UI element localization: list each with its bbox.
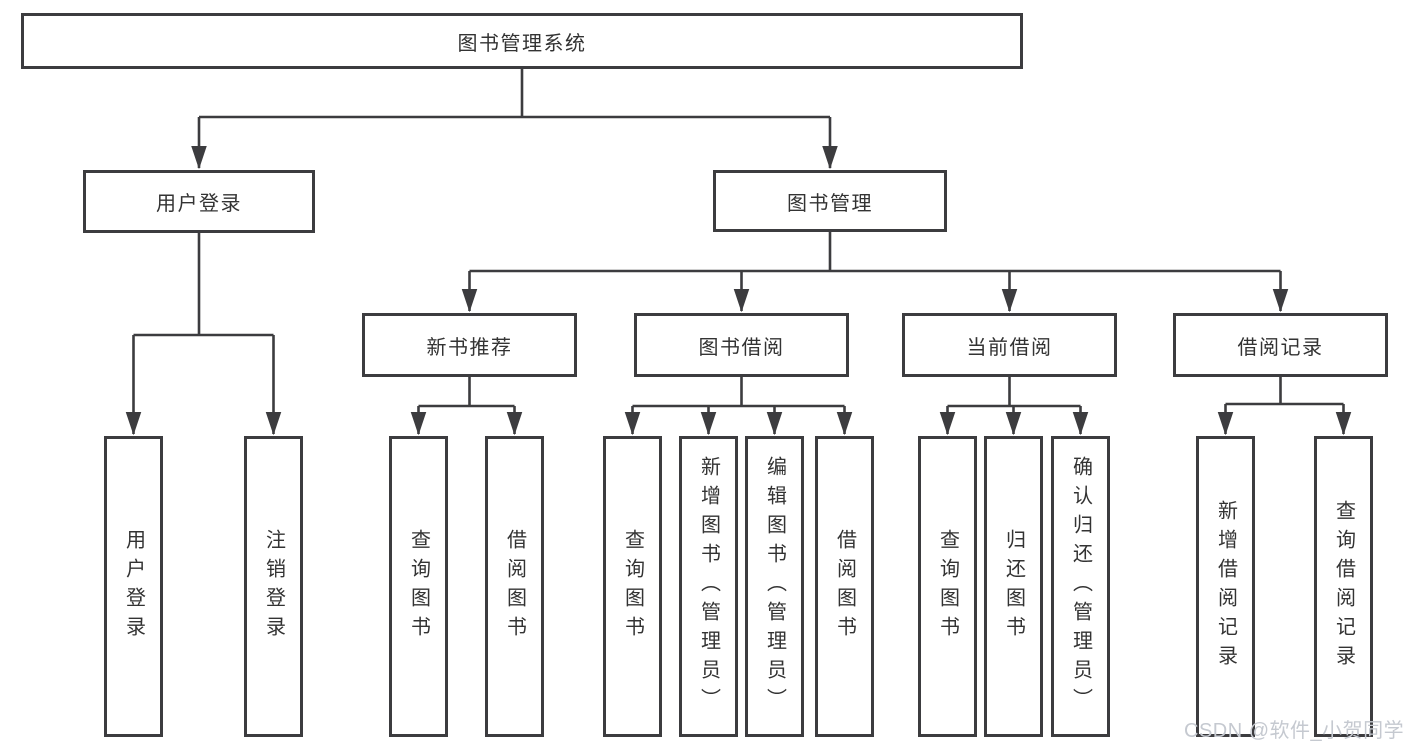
leaf-user-login: 用户登录 bbox=[104, 436, 163, 737]
leaf-records-add-record: 新增借阅记录 bbox=[1196, 436, 1255, 737]
leaf-current-query-books: 查询图书 bbox=[918, 436, 977, 737]
leaf-recommend-borrow-books: 借阅图书 bbox=[485, 436, 544, 737]
leaf-recommend-query-books: 查询图书 bbox=[389, 436, 448, 737]
leaf-records-query-record: 查询借阅记录 bbox=[1314, 436, 1373, 737]
node-new-book-recommend: 新书推荐 bbox=[362, 313, 577, 377]
leaf-logout: 注销登录 bbox=[244, 436, 303, 737]
node-book-borrow: 图书借阅 bbox=[634, 313, 849, 377]
leaf-borrow-add-books-admin: 新增图书（管理员） bbox=[679, 436, 738, 737]
node-borrow-records: 借阅记录 bbox=[1173, 313, 1388, 377]
node-current-borrow: 当前借阅 bbox=[902, 313, 1117, 377]
leaf-borrow-query-books: 查询图书 bbox=[603, 436, 662, 737]
node-library-system-root: 图书管理系统 bbox=[21, 13, 1023, 69]
node-user-login: 用户登录 bbox=[83, 170, 315, 233]
leaf-current-confirm-return-admin: 确认归还（管理员） bbox=[1051, 436, 1110, 737]
leaf-borrow-borrow-books: 借阅图书 bbox=[815, 436, 874, 737]
node-book-management: 图书管理 bbox=[713, 170, 947, 232]
leaf-borrow-edit-books-admin: 编辑图书（管理员） bbox=[745, 436, 804, 737]
watermark: CSDN @软件_小贺同学 bbox=[1184, 720, 1405, 742]
leaf-current-return-books: 归还图书 bbox=[984, 436, 1043, 737]
